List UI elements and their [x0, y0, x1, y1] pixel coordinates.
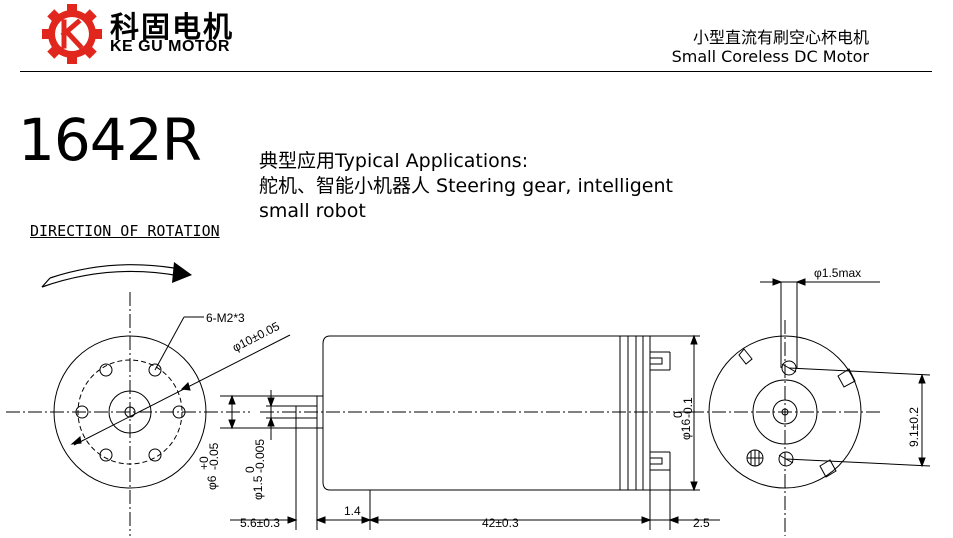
- body-length-dimension: 42±0.3: [482, 516, 519, 530]
- product-category-cn: 小型直流有刷空心杯电机: [692, 28, 869, 47]
- brand-name-en: KE GU MOTOR: [110, 38, 230, 55]
- product-category-en: Small Coreless DC Motor: [671, 47, 869, 66]
- shaft-tolerance-upper: 0: [243, 466, 257, 473]
- brand-name-cn: 科固电机: [110, 10, 235, 44]
- boss-tolerance-upper: +0: [197, 456, 211, 470]
- terminal-spacing-dimension: 9.1±0.2: [907, 407, 921, 447]
- shaft-diameter-dimension: φ1.5: [251, 475, 265, 500]
- body-diameter-dimension: φ16: [679, 419, 693, 440]
- terminal-length-dimension: 2.5: [693, 516, 710, 530]
- boss-diameter-dimension: φ6: [205, 475, 219, 490]
- body-tolerance-lower: -0.1: [681, 397, 695, 418]
- header-divider: [20, 71, 932, 72]
- model-number: 1642R: [18, 106, 202, 174]
- body-tolerance-upper: 0: [671, 411, 685, 418]
- front-view: [6, 292, 291, 536]
- side-view: [220, 334, 720, 530]
- boss-length-dimension: 1.4: [344, 504, 361, 518]
- applications-title: 典型应用Typical Applications:: [259, 150, 529, 172]
- terminal-diameter-dimension: φ1.5max: [814, 266, 861, 280]
- mount-holes-dimension: 6-M2*3: [206, 311, 245, 325]
- applications-block: 典型应用Typical Applications: 舵机、智能小机器人 Stee…: [259, 149, 673, 224]
- shaft-tolerance-lower: -0.005: [253, 439, 267, 473]
- rotation-arrow-icon: [41, 262, 192, 288]
- rear-view: [690, 278, 931, 536]
- direction-of-rotation-label: DIRECTION OF ROTATION: [30, 222, 220, 240]
- boss-tolerance-lower: -0.05: [207, 442, 221, 470]
- kegu-logo-icon: [42, 4, 102, 64]
- shaft-length-dimension: 5.6±0.3: [240, 516, 280, 530]
- applications-line: small robot: [259, 200, 366, 222]
- applications-line: 舵机、智能小机器人 Steering gear, intelligent: [259, 175, 673, 197]
